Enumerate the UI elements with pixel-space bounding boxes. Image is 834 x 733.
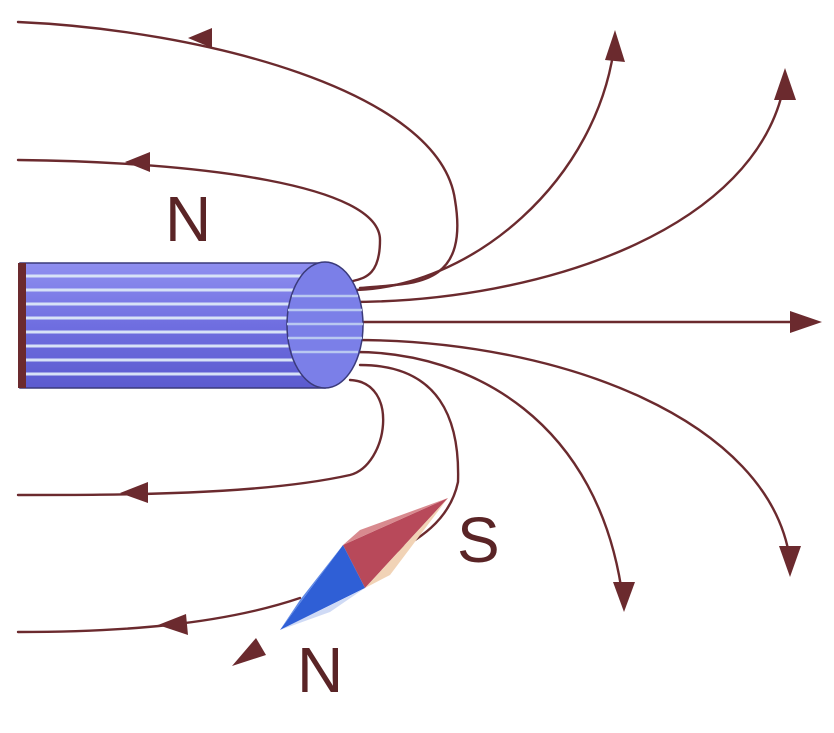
- field-line-up-2: [350, 80, 785, 302]
- arrow-down-1: [779, 546, 801, 577]
- field-line-up-1: [350, 40, 615, 290]
- arrow-top-inner: [125, 152, 150, 172]
- arrow-up-1: [605, 30, 625, 62]
- compass-needle-icon: [280, 498, 448, 630]
- compass-north-pole-label: N: [297, 638, 343, 702]
- field-line-bottom-inner: [18, 380, 383, 495]
- arrow-bottom-outer: [158, 614, 188, 635]
- arrow-center: [790, 311, 822, 333]
- arrow-compass-tip: [232, 638, 266, 666]
- field-line-top-outer: [18, 22, 457, 288]
- arrow-up-2: [774, 68, 796, 100]
- arrow-down-2: [613, 582, 635, 612]
- magnet-north-pole-label: N: [165, 187, 211, 251]
- arrow-bottom-inner: [120, 482, 148, 503]
- field-line-bottom-outer: [18, 598, 300, 632]
- bar-magnet-icon: [18, 262, 363, 388]
- compass-south-pole-label: S: [457, 508, 500, 572]
